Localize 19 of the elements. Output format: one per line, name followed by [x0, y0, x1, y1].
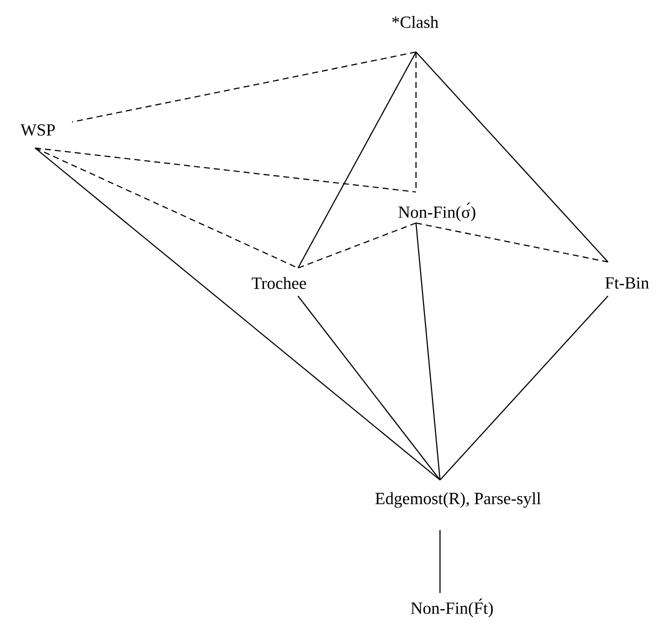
line — [34, 148, 440, 480]
dashed-line — [72, 51, 416, 123]
line — [415, 222, 441, 480]
dashed-line — [34, 147, 416, 193]
constraint-label: *Clash — [392, 16, 438, 28]
line — [298, 296, 440, 480]
constraint-label: Ft-Bin — [605, 277, 649, 289]
line — [416, 52, 608, 262]
constraint-label: Non-Fin(F́t) — [410, 598, 493, 618]
constraint-label: WSP — [20, 124, 55, 136]
line — [439, 530, 441, 593]
line — [298, 52, 416, 268]
dashed-line — [416, 222, 608, 263]
line — [440, 296, 608, 480]
constraint-label: Non-Fin(σ́) — [398, 202, 476, 222]
dashed-line — [298, 222, 416, 269]
constraint-label: Trochee — [252, 277, 306, 289]
constraint-label: Edgemost(R), Parse-syll — [375, 492, 541, 508]
dashed-line — [34, 148, 298, 268]
